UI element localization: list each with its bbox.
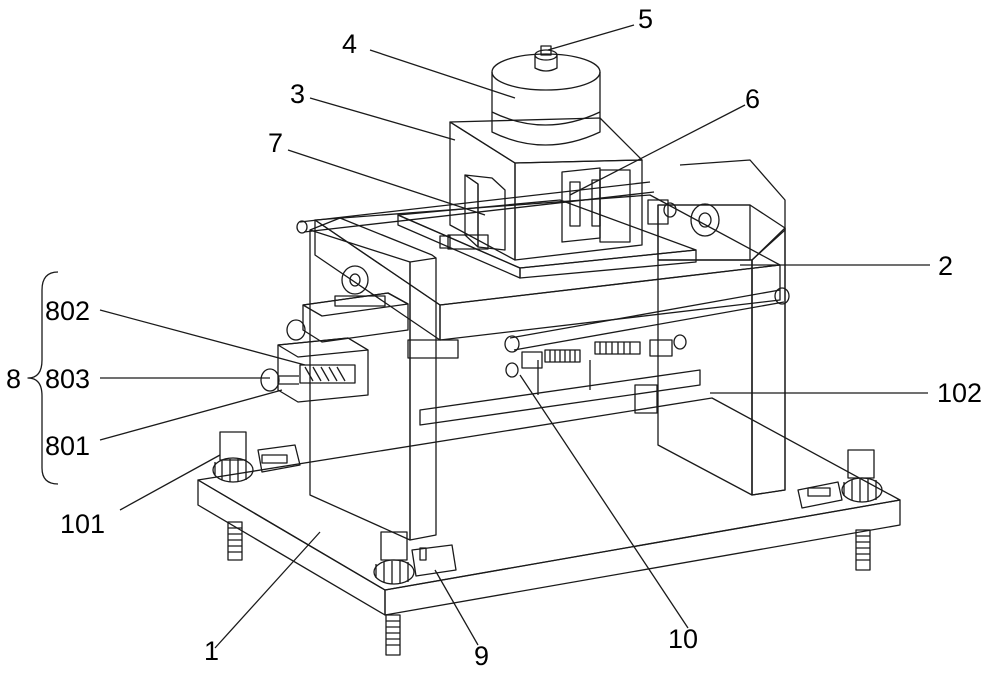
leader-lines bbox=[99, 24, 930, 649]
part-labels: 5 4 3 6 7 2 102 802 803 801 8 101 1 9 10 bbox=[6, 4, 982, 671]
left-support-frame bbox=[309, 217, 459, 541]
label-801: 801 bbox=[45, 431, 90, 461]
label-3: 3 bbox=[290, 79, 305, 109]
label-10: 10 bbox=[668, 624, 698, 654]
threaded-feet bbox=[227, 521, 871, 656]
sliding-plate bbox=[397, 199, 697, 279]
rear-crossbar bbox=[419, 369, 701, 426]
label-9: 9 bbox=[474, 641, 489, 671]
motor-cylinder bbox=[491, 53, 601, 146]
label-802: 802 bbox=[45, 296, 90, 326]
corner-adjuster-front-right bbox=[373, 531, 457, 585]
base-plate bbox=[197, 397, 901, 616]
label-2: 2 bbox=[938, 251, 953, 281]
label-1: 1 bbox=[204, 636, 219, 666]
clamp-assembly-8 bbox=[260, 292, 409, 403]
top-nut bbox=[534, 45, 558, 72]
label-5: 5 bbox=[638, 4, 653, 34]
label-803: 803 bbox=[45, 364, 90, 394]
guide-rods bbox=[296, 181, 790, 353]
group-brace bbox=[27, 271, 59, 485]
spring-mechanism bbox=[505, 334, 687, 395]
corner-adjuster-front-left bbox=[212, 431, 301, 483]
label-101: 101 bbox=[60, 509, 105, 539]
slot-holder-6 bbox=[561, 167, 631, 243]
clamp-7 bbox=[439, 174, 506, 251]
label-8: 8 bbox=[6, 364, 21, 394]
label-4: 4 bbox=[342, 29, 357, 59]
label-6: 6 bbox=[745, 84, 760, 114]
right-clamp-knob bbox=[647, 199, 677, 225]
label-102: 102 bbox=[937, 378, 982, 408]
corner-adjuster-back-right bbox=[797, 449, 883, 509]
label-7: 7 bbox=[268, 128, 283, 158]
right-support-frame bbox=[634, 159, 786, 496]
main-block bbox=[449, 117, 643, 261]
